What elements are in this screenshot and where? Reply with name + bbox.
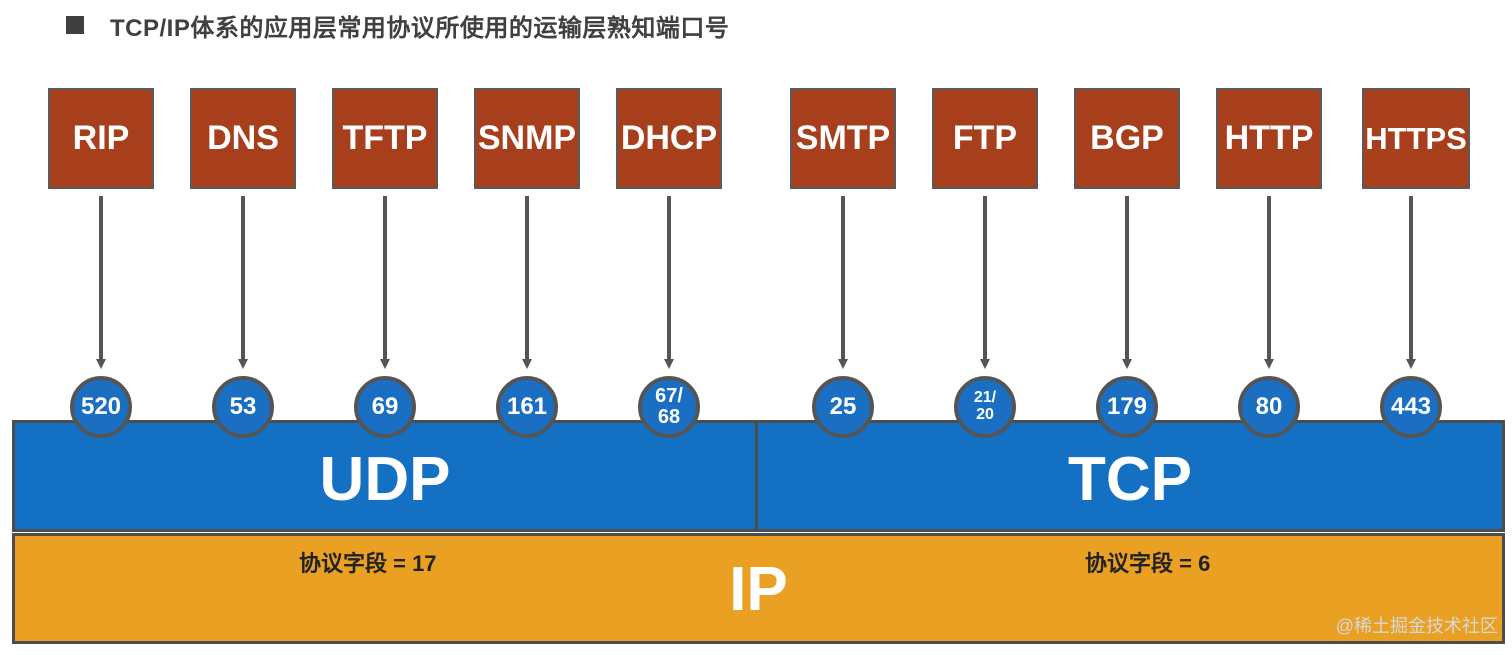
port-number: 179: [1106, 393, 1148, 420]
protocol-box-bgp: BGP: [1074, 88, 1180, 189]
udp-block: UDP: [12, 420, 758, 532]
protocol-label: FTP: [952, 119, 1018, 157]
protocol-box-ftp: FTP: [932, 88, 1038, 189]
port-number: 25: [829, 393, 857, 420]
port-circle-https: 443: [1380, 376, 1442, 438]
title-bullet-square: [66, 16, 84, 34]
port-number: 520: [80, 393, 122, 420]
protocol-box-tftp: TFTP: [332, 88, 438, 189]
udp-protocol-field: 协议字段 = 17: [299, 551, 437, 576]
protocol-label: HTTPS: [1365, 120, 1467, 156]
protocol-label: DHCP: [620, 119, 718, 157]
protocol-box-smtp: SMTP: [790, 88, 896, 189]
port-circle-ftp: 21/ 20: [954, 376, 1016, 438]
protocol-label: BGP: [1090, 119, 1164, 157]
port-circle-smtp: 25: [812, 376, 874, 438]
port-circle-rip: 520: [70, 376, 132, 438]
port-circle-tftp: 69: [354, 376, 416, 438]
protocol-label: TFTP: [342, 119, 428, 157]
port-circle-dhcp: 67/ 68: [638, 376, 700, 438]
protocol-box-snmp: SNMP: [474, 88, 580, 189]
port-circle-bgp: 179: [1096, 376, 1158, 438]
port-number-line1: 21/: [973, 389, 997, 407]
port-number-line2: 68: [657, 406, 681, 428]
tcp-block: TCP: [755, 420, 1505, 532]
port-number: 443: [1390, 393, 1432, 420]
protocol-box-rip: RIP: [48, 88, 154, 189]
page-title: TCP/IP体系的应用层常用协议所使用的运输层熟知端口号: [110, 14, 730, 42]
port-circle-http: 80: [1238, 376, 1300, 438]
port-number: 53: [229, 393, 257, 420]
protocol-box-https: HTTPS: [1362, 88, 1470, 189]
port-circle-dns: 53: [212, 376, 274, 438]
protocol-label: HTTP: [1224, 119, 1314, 157]
udp-label: UDP: [319, 444, 451, 514]
tcp-protocol-field: 协议字段 = 6: [1085, 551, 1211, 576]
ip-block: 协议字段 = 17 协议字段 = 6 IP: [12, 533, 1505, 644]
port-number-line2: 20: [976, 406, 994, 423]
title-bar: TCP/IP体系的应用层常用协议所使用的运输层熟知端口号: [66, 8, 729, 42]
protocol-box-dns: DNS: [190, 88, 296, 189]
protocol-label: DNS: [207, 119, 279, 157]
tcp-label: TCP: [1068, 444, 1192, 514]
protocol-box-dhcp: DHCP: [616, 88, 722, 189]
watermark-text: @稀土掘金技术社区: [1335, 616, 1498, 636]
port-number: 161: [506, 393, 548, 420]
protocol-label: SMTP: [795, 119, 891, 157]
protocol-label: RIP: [72, 119, 130, 157]
protocol-box-http: HTTP: [1216, 88, 1322, 189]
port-circle-snmp: 161: [496, 376, 558, 438]
port-number: 80: [1255, 393, 1283, 420]
protocol-label: SNMP: [477, 119, 577, 157]
port-number: 69: [371, 393, 399, 420]
port-number-line1: 67/: [655, 385, 683, 407]
ip-label: IP: [729, 555, 788, 624]
